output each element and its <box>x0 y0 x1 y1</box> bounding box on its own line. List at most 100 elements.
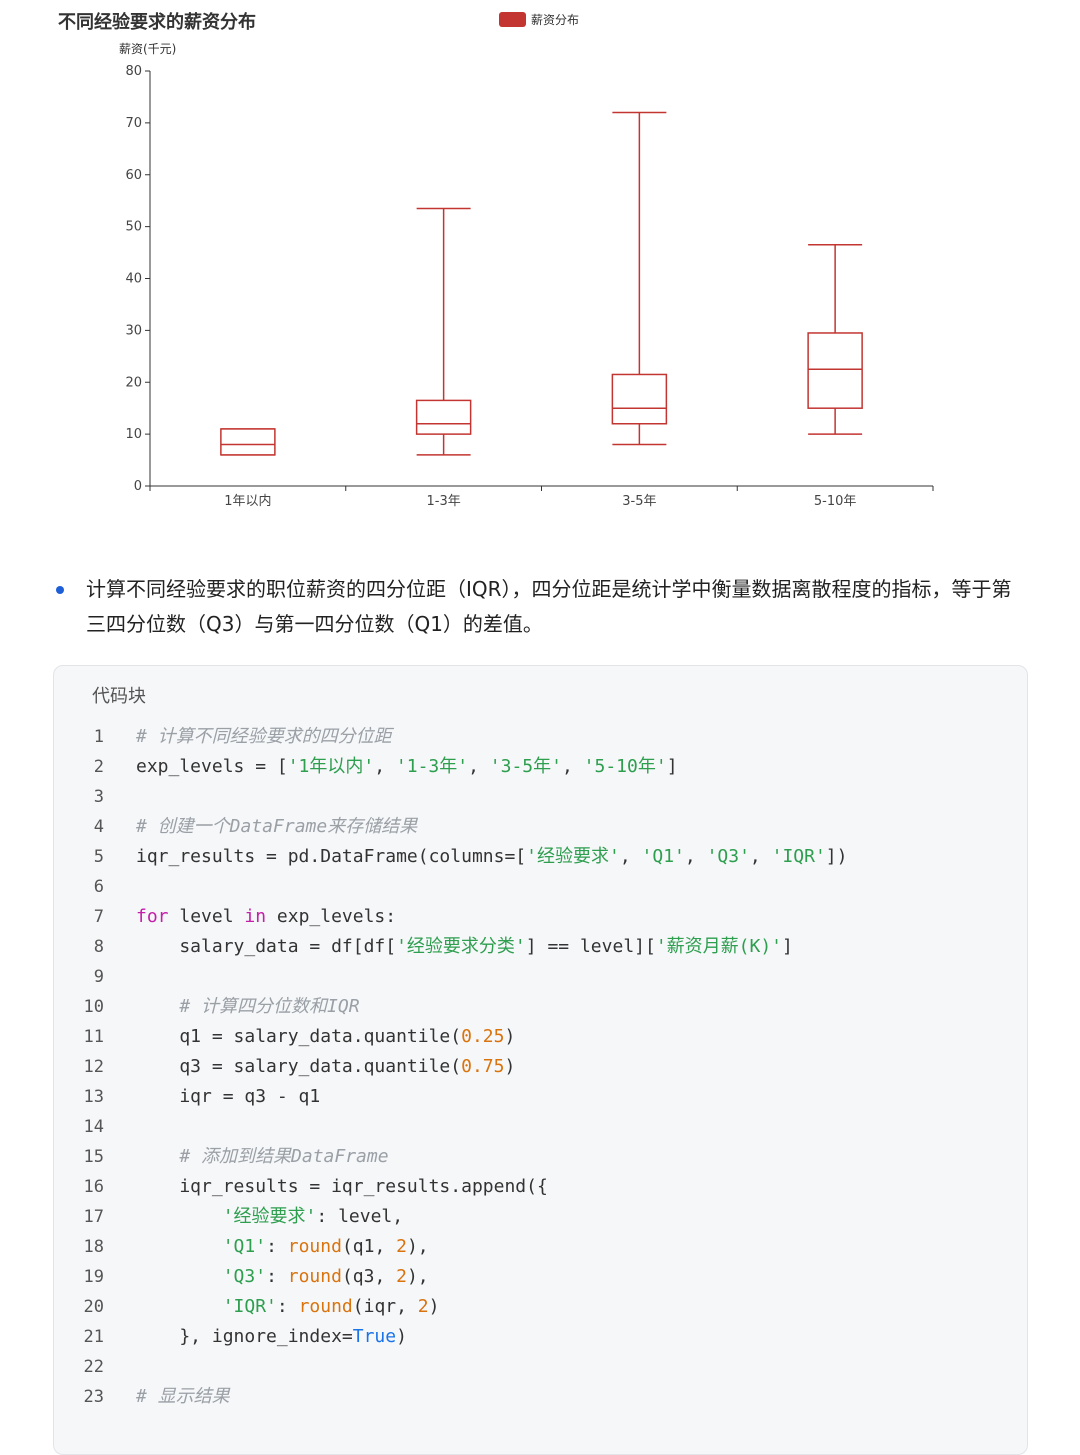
code-token: , <box>749 846 772 867</box>
line-number: 22 <box>83 1357 104 1377</box>
code-token: 2 <box>396 1266 407 1287</box>
x-tick-label: 1年以内 <box>224 493 271 509</box>
code-line: 8 salary_data = df[df['经验要求分类'] == level… <box>54 932 1027 962</box>
code-token <box>136 1146 179 1167</box>
code-token: ]) <box>825 846 848 867</box>
line-number: 3 <box>93 787 104 807</box>
code-line: 22 <box>54 1352 1027 1382</box>
line-number: 4 <box>93 817 104 837</box>
line-number: 1 <box>93 727 104 747</box>
code-token: , <box>374 756 396 777</box>
x-tick-label: 5-10年 <box>814 494 857 509</box>
code-token: ) <box>504 1026 516 1047</box>
code-token: salary_data = df[df[ <box>136 936 397 957</box>
y-tick-label: 80 <box>125 64 142 79</box>
box-4 <box>807 244 863 435</box>
code-source: 'Q3': round(q3, 2), <box>136 1262 429 1292</box>
code-line: 21 }, ignore_index=True) <box>54 1322 1027 1352</box>
code-token: (iqr, <box>352 1296 418 1317</box>
box-rect <box>611 373 668 425</box>
chart-svg: 不同经验要求的薪资分布 薪资分布 薪资(千元) 0102030405060708… <box>58 11 934 509</box>
code-source: '经验要求': level, <box>136 1202 403 1232</box>
box-rect <box>220 428 276 456</box>
line-number: 16 <box>83 1177 104 1197</box>
code-token: , <box>619 846 642 867</box>
code-line: 3 <box>54 782 1027 812</box>
code-source: 'IQR': round(iqr, 2) <box>136 1292 440 1322</box>
code-token: for <box>136 906 169 927</box>
y-tick-label: 40 <box>125 272 142 287</box>
code-line: 17 '经验要求': level, <box>54 1202 1027 1232</box>
code-token: , <box>561 756 584 777</box>
code-token: round <box>298 1296 353 1317</box>
box-3 <box>611 111 668 446</box>
legend-label[interactable]: 薪资分布 <box>531 13 579 27</box>
code-token: 'Q3' <box>706 846 750 867</box>
code-token: # 添加到结果DataFrame <box>179 1146 389 1167</box>
box-rect <box>415 399 472 435</box>
code-token: q1 = salary_data.quantile( <box>136 1026 462 1047</box>
code-token: 0.75 <box>461 1056 505 1077</box>
legend-swatch[interactable] <box>499 12 526 27</box>
code-token: 2 <box>396 1236 407 1257</box>
code-line: 11 q1 = salary_data.quantile(0.25) <box>54 1022 1027 1052</box>
bullet-paragraph: 计算不同经验要求的职位薪资的四分位距（IQR），四分位距是统计学中衡量数据离散程… <box>56 572 1016 642</box>
line-number: 6 <box>93 877 104 897</box>
code-source: # 添加到结果DataFrame <box>136 1142 389 1172</box>
line-number: 20 <box>83 1297 104 1317</box>
code-line: 12 q3 = salary_data.quantile(0.75) <box>54 1052 1027 1082</box>
line-number: 15 <box>83 1147 104 1167</box>
line-number: 17 <box>83 1207 104 1227</box>
code-token <box>136 996 179 1017</box>
y-tick-label: 10 <box>125 427 142 442</box>
line-number: 10 <box>83 997 104 1017</box>
code-token: round <box>287 1266 342 1287</box>
line-number: 5 <box>93 847 104 867</box>
x-tick-label: 1-3年 <box>427 494 461 509</box>
code-token: # 创建一个DataFrame来存储结果 <box>136 816 418 837</box>
code-token: ] == level][ <box>525 936 656 957</box>
code-token: : level, <box>316 1206 404 1227</box>
code-line: 18 'Q1': round(q1, 2), <box>54 1232 1027 1262</box>
x-tick-label: 3-5年 <box>622 494 656 509</box>
code-token: '薪资月薪(K)' <box>655 936 783 957</box>
code-token: iqr = q3 - q1 <box>136 1086 321 1107</box>
code-token: }, ignore_index= <box>136 1326 353 1347</box>
code-token <box>136 1266 223 1287</box>
box-1 <box>220 428 276 456</box>
line-number: 11 <box>83 1027 104 1047</box>
code-token: 'Q1' <box>222 1236 267 1257</box>
code-line: 20 'IQR': round(iqr, 2) <box>54 1292 1027 1322</box>
code-source: 'Q1': round(q1, 2), <box>136 1232 429 1262</box>
line-number: 23 <box>83 1387 104 1407</box>
code-token: , <box>468 756 490 777</box>
y-tick-label: 60 <box>125 168 142 183</box>
line-number: 8 <box>93 937 104 957</box>
code-token: 0.25 <box>461 1026 505 1047</box>
y-tick-label: 20 <box>125 375 142 390</box>
line-number: 14 <box>83 1117 104 1137</box>
code-token: : <box>266 1266 288 1287</box>
code-token: (q1, <box>341 1236 397 1257</box>
code-token: round <box>287 1236 342 1257</box>
code-source: iqr_results = pd.DataFrame(columns=['经验要… <box>136 842 847 872</box>
code-token: '经验要求分类' <box>396 936 526 957</box>
code-source: exp_levels = ['1年以内', '1-3年', '3-5年', '5… <box>136 752 678 782</box>
code-source: iqr_results = iqr_results.append({ <box>136 1172 547 1202</box>
code-token: in <box>244 906 267 927</box>
code-line: 16 iqr_results = iqr_results.append({ <box>54 1172 1027 1202</box>
code-token <box>136 1296 223 1317</box>
code-line: 13 iqr = q3 - q1 <box>54 1082 1027 1112</box>
code-token: ), <box>406 1236 429 1257</box>
code-token: '经验要求' <box>526 846 620 867</box>
code-token: '5-10年' <box>583 756 667 777</box>
y-tick-label: 0 <box>134 479 142 494</box>
code-source: salary_data = df[df['经验要求分类'] == level][… <box>136 932 793 962</box>
code-line: 5 iqr_results = pd.DataFrame(columns=['经验… <box>54 842 1027 872</box>
code-token: # 计算四分位数和IQR <box>179 996 360 1017</box>
code-token: True <box>352 1326 397 1347</box>
code-token: '1-3年' <box>395 756 469 777</box>
code-source: # 创建一个DataFrame来存储结果 <box>136 812 417 842</box>
